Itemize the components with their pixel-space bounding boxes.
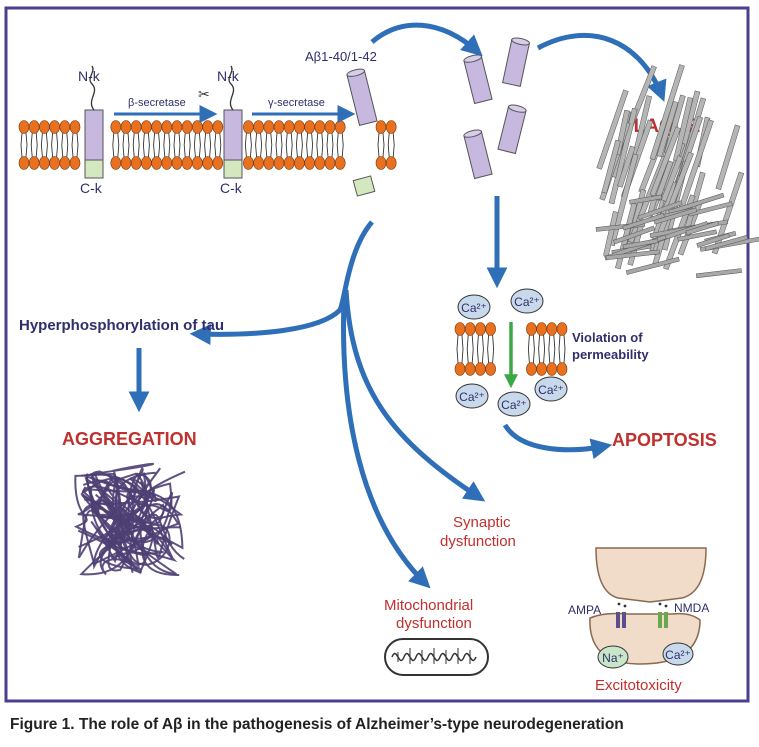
plaque-fibrils	[595, 64, 759, 279]
synaptic-label-1: Synaptic	[453, 514, 511, 531]
svg-text:Ca²⁺: Ca²⁺	[514, 295, 540, 309]
gamma-secretase-label: γ-secretase	[268, 97, 325, 109]
membrane-small	[454, 322, 568, 376]
ampa-label: AMPA	[568, 603, 601, 617]
synaptic-label-2: dysfunction	[440, 533, 516, 550]
sodium-ion: Na⁺	[597, 645, 629, 669]
arrow-to-plaque	[536, 32, 667, 102]
excitotoxicity-label: Excitotoxicity	[595, 677, 682, 694]
arrow-to-apoptosis	[502, 423, 613, 460]
mitochondrial-label-1: Mitochondrial	[384, 597, 473, 614]
svg-text:Ca²⁺: Ca²⁺	[459, 390, 485, 404]
svg-text:Na⁺: Na⁺	[602, 651, 624, 665]
arrow-to-tau	[189, 220, 374, 345]
svg-text:Ca²⁺: Ca²⁺	[461, 301, 487, 315]
svg-text:Ca²⁺: Ca²⁺	[665, 648, 691, 662]
c-terminus-label-2: C-k	[220, 180, 243, 196]
permeability-label-1: Violation of	[572, 330, 643, 345]
arrow-to-mitochondria	[341, 299, 431, 589]
svg-text:Ca²⁺: Ca²⁺	[501, 398, 527, 412]
calcium-ion-synapse: Ca²⁺	[662, 642, 694, 666]
nmda-receptor	[658, 612, 668, 628]
figure-caption: Figure 1. The role of Aβ in the pathogen…	[10, 716, 624, 733]
calcium-ion: Ca²⁺	[457, 294, 491, 320]
c-terminal-fragment	[352, 175, 376, 197]
aggregation-label: AGGREGATION	[62, 429, 197, 449]
c-terminus-label: C-k	[80, 180, 103, 196]
app-protein	[84, 65, 104, 179]
abeta-oligomers	[463, 37, 530, 180]
mitochondrion	[384, 638, 489, 676]
beta-secretase-label: β-secretase	[128, 97, 186, 109]
app-protein-cleaved	[223, 65, 243, 179]
calcium-ion: Ca²⁺	[455, 383, 489, 409]
hyperphosphorylation-label: Hyperphosphorylation of tau	[19, 317, 224, 334]
ampa-receptor	[616, 612, 626, 628]
scissors-icon: ✂	[198, 86, 210, 102]
arrow-to-synaptic	[343, 289, 486, 502]
n-terminus-label-2: N-k	[217, 68, 240, 84]
apoptosis-label: APOPTOSIS	[612, 430, 717, 450]
arrow-to-oligomers	[370, 22, 483, 57]
abeta-label: Aβ1-40/1-42	[305, 49, 377, 64]
calcium-ion: Ca²⁺	[534, 376, 568, 402]
calcium-ion: Ca²⁺	[510, 288, 544, 314]
calcium-ion: Ca²⁺	[497, 391, 531, 417]
permeability-label-2: permeability	[572, 347, 649, 362]
svg-text:Ca²⁺: Ca²⁺	[538, 383, 564, 397]
nmda-label: NMDA	[674, 601, 709, 615]
mitochondrial-label-2: dysfunction	[396, 615, 472, 632]
tau-tangle	[73, 462, 186, 577]
membrane-bilayer	[18, 120, 397, 170]
n-terminus-label: N-k	[78, 68, 101, 84]
abeta-peptide	[346, 68, 378, 127]
